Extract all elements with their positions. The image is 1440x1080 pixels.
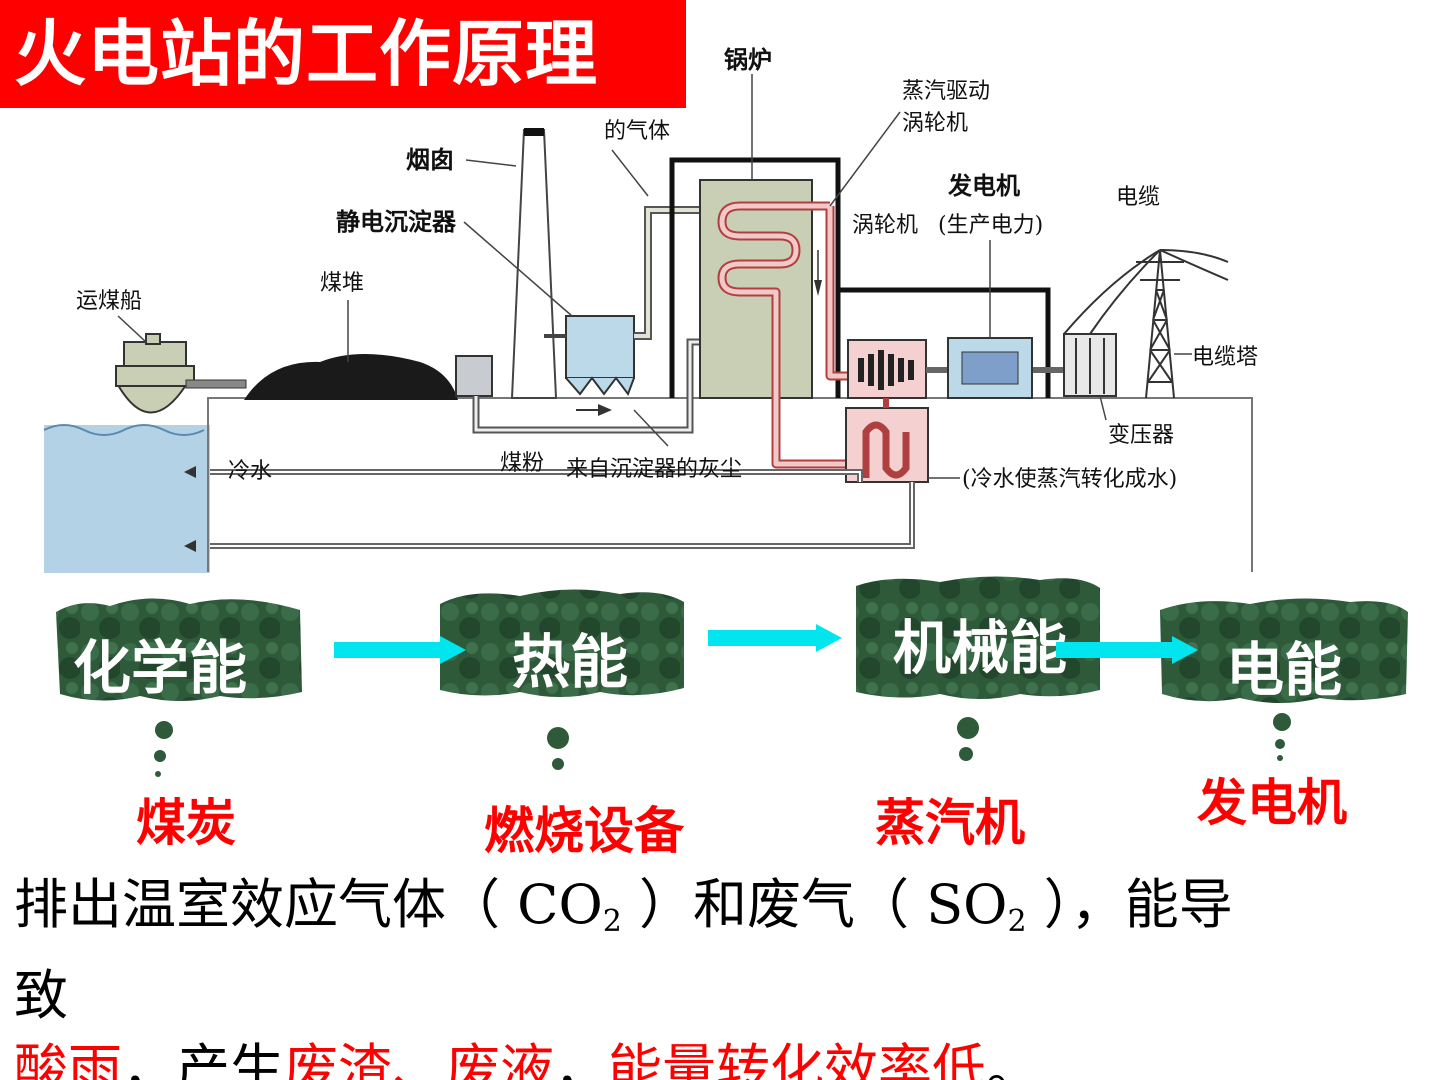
stage-mechanical-energy: 机械能: [856, 576, 1100, 699]
device-coal: 煤炭: [136, 794, 236, 852]
turbine-hall-outline: [669, 157, 841, 398]
power-plant-diagram: 锅炉 的气体 蒸汽驱动 涡轮机 烟囱 静电沉淀器 发电机 (生产电力) 涡轮机 …: [43, 45, 1258, 573]
label-cold-water: 冷水: [228, 459, 272, 484]
stage-chemical-energy: 化学能: [56, 598, 302, 702]
page-title: 火电站的工作原理: [0, 0, 686, 108]
stage-thermal-energy: 热能: [440, 589, 684, 697]
energy-thermal: 热能: [512, 628, 628, 696]
description-line-3: 酸雨，产生废渣、废液，能量转化效率低。: [14, 1038, 1040, 1080]
gas-pipe: [634, 206, 700, 340]
description-line-2: 致: [14, 964, 68, 1027]
bubble-dots-1: [154, 721, 173, 777]
label-coal-ship: 运煤船: [76, 289, 142, 314]
label-chimney: 烟囱: [406, 145, 454, 174]
turbine-blades: [858, 350, 914, 390]
label-boiler: 锅炉: [724, 45, 772, 74]
transformer-shape: [1063, 333, 1117, 397]
label-coal-pile: 煤堆: [320, 271, 364, 296]
water-surface: [43, 424, 205, 436]
label-precipitator: 静电沉淀器: [336, 207, 457, 236]
description-text: 排出温室效应气体（ CO2 ）和废气（ SO2 ），能导 致 酸雨，产生废渣、废…: [14, 868, 1424, 1080]
flow-arrow-1: [334, 636, 466, 664]
bubble-dots-4: [1273, 713, 1291, 761]
label-coal-powder: 煤粉: [500, 451, 544, 476]
bubble-dots-3: [957, 717, 979, 761]
label-gas: 的气体: [604, 119, 670, 144]
energy-chemical: 化学能: [73, 634, 247, 702]
label-generator-note: (生产电力): [938, 213, 1043, 238]
description-line-1: 排出温室效应气体（ CO2 ）和废气（ SO2 ），能导: [14, 873, 1233, 939]
coal-pile-shape: [244, 354, 458, 400]
flow-arrow-3: [1056, 636, 1198, 664]
device-combustion: 燃烧设备: [484, 802, 685, 860]
precipitator-shape: [544, 315, 635, 397]
cable-tower-shape: [1063, 249, 1229, 399]
label-condenser-note: (冷水使蒸汽转化成水): [962, 467, 1177, 492]
label-generator: 发电机: [947, 171, 1020, 200]
device-steam-engine: 蒸汽机: [875, 794, 1025, 852]
label-steam-turbine-1: 蒸汽驱动: [902, 79, 990, 104]
stage-electric-energy: 电能: [1160, 598, 1408, 704]
label-transformer: 变压器: [1108, 423, 1174, 448]
water-body: [44, 425, 210, 573]
cold-water-pipe-2: [210, 482, 915, 549]
hopper: [455, 355, 493, 397]
energy-mechanical: 机械能: [893, 614, 1067, 682]
coal-ship-shape: [115, 333, 247, 414]
device-generator: 发电机: [1197, 774, 1347, 832]
label-cable-tower: 电缆塔: [1192, 345, 1258, 370]
chimney-shape: [510, 128, 558, 399]
energy-flow: 化学能 热能 机械能 电能 煤炭 燃烧设备 蒸汽机 发电机: [56, 576, 1408, 860]
label-steam-turbine-2: 涡轮机: [902, 111, 968, 136]
label-ash: 来自沉淀器的灰尘: [566, 457, 742, 482]
bubble-dots-2: [547, 727, 569, 770]
energy-electric: 电能: [1226, 636, 1342, 704]
label-turbine: 涡轮机: [852, 213, 918, 238]
label-cable: 电缆: [1116, 185, 1160, 210]
flow-arrow-2: [708, 624, 842, 652]
